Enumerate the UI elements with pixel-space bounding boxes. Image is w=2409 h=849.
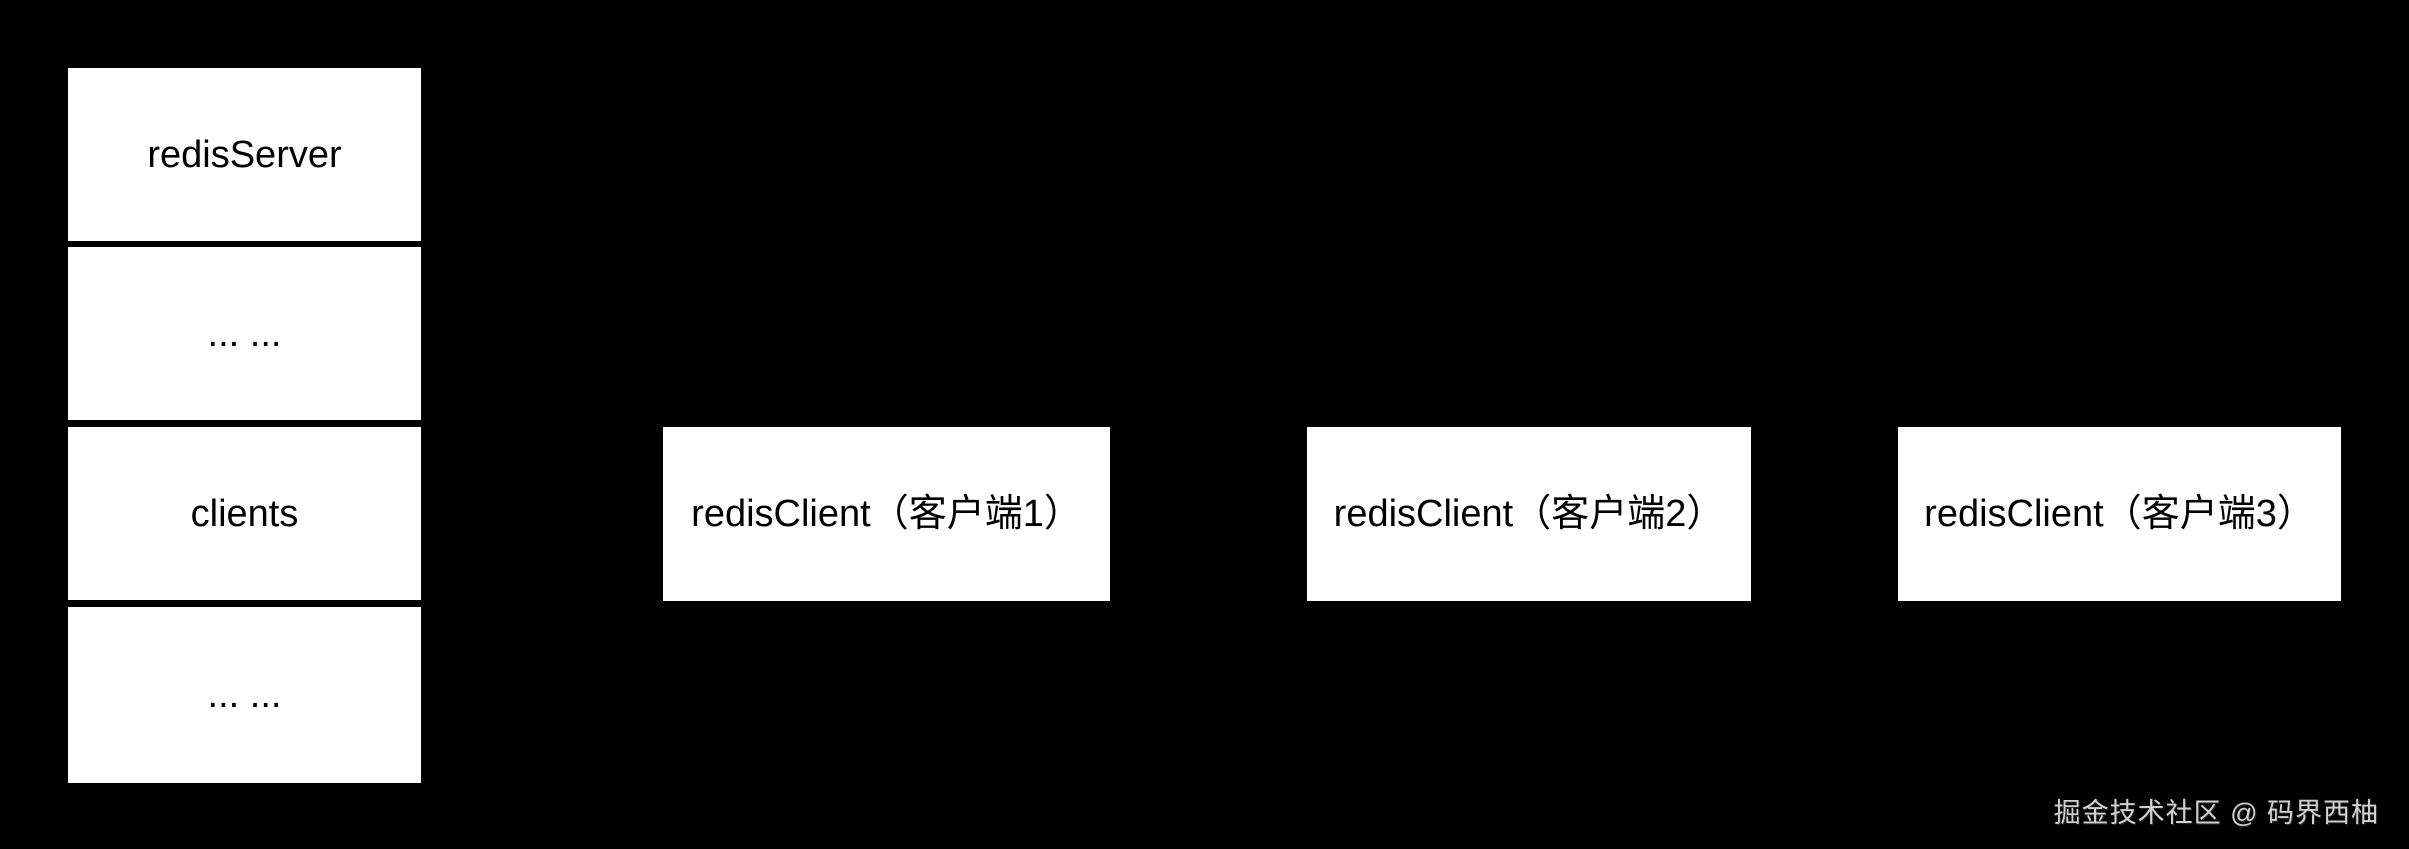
redis-client-1-label: redisClient（客户端1）: [691, 493, 1082, 535]
redis-client-3-box: redisClient（客户端3）: [1898, 427, 2341, 601]
redis-server-label: redisServer: [147, 133, 342, 176]
server-struct-ellipsis-bottom-label: ... ...: [207, 674, 282, 716]
server-struct-ellipsis-bottom-box: ... ...: [68, 607, 421, 783]
redis-client-2-box: redisClient（客户端2）: [1307, 427, 1751, 601]
redis-client-2-label: redisClient（客户端2）: [1333, 493, 1725, 535]
redis-client-1-box: redisClient（客户端1）: [663, 427, 1110, 601]
watermark: 掘金技术社区 @ 码界西柚: [2048, 780, 2385, 831]
watermark-text: 掘金技术社区 @ 码界西柚: [2053, 797, 2379, 828]
redis-client-3-label: redisClient（客户端3）: [1924, 493, 2315, 535]
redis-server-box: redisServer: [68, 68, 421, 241]
server-struct-ellipsis-top-box: ... ...: [68, 247, 421, 420]
server-struct-ellipsis-top-label: ... ...: [207, 312, 282, 355]
clients-field-box: clients: [68, 427, 421, 600]
clients-field-label: clients: [190, 492, 299, 535]
